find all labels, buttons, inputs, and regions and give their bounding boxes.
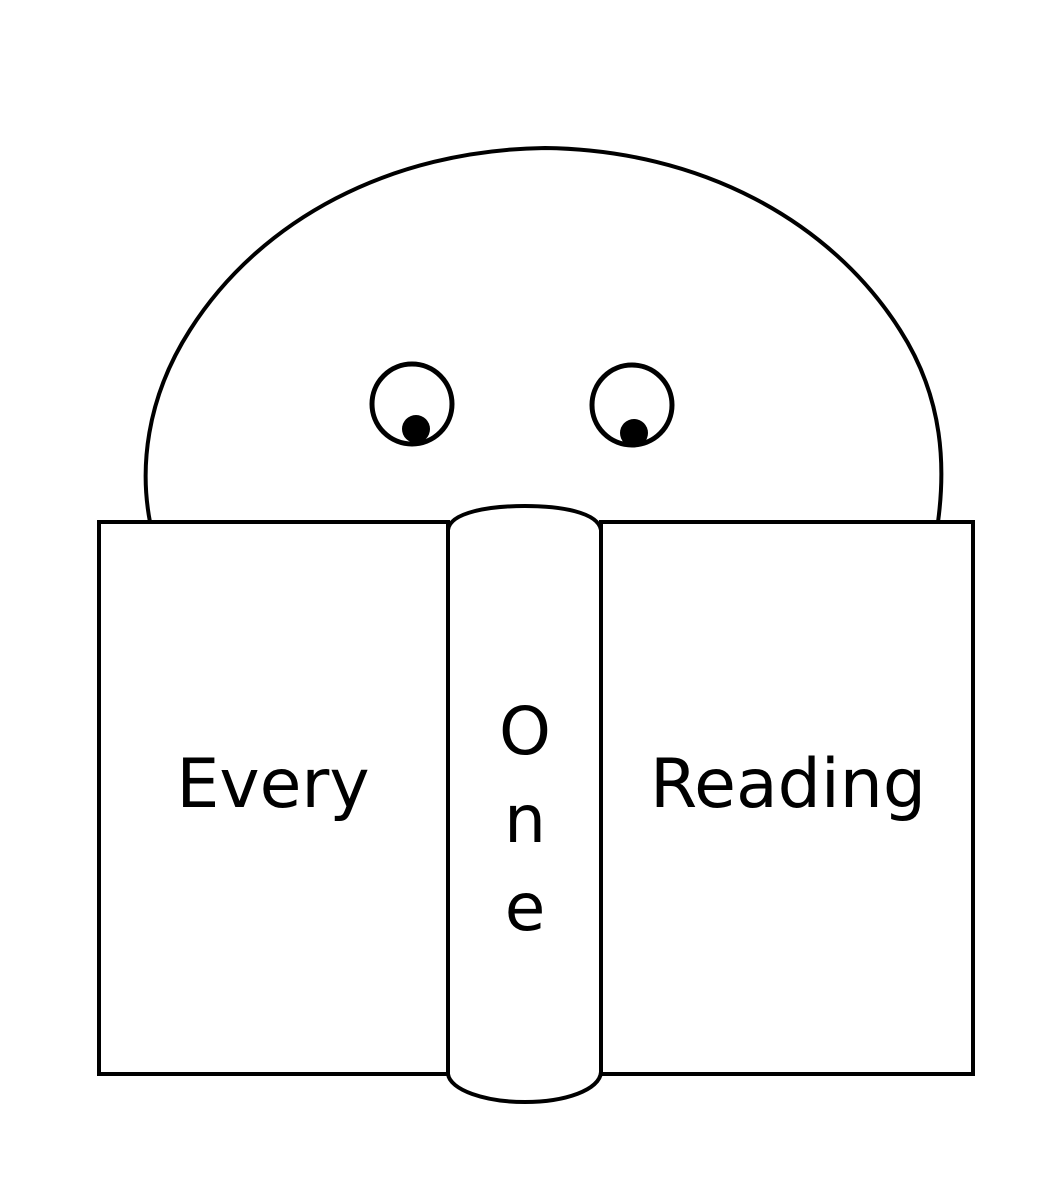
left-book-page	[97, 520, 450, 1076]
spine-letter: n	[504, 781, 546, 858]
right-eye-icon	[589, 362, 675, 448]
spine-text: O n e	[448, 688, 602, 952]
spine-letter: O	[499, 693, 551, 770]
spine-letter: e	[504, 869, 546, 946]
left-eye-icon	[369, 361, 455, 447]
left-page-text: Every	[176, 745, 370, 824]
book-spine	[446, 503, 603, 1105]
head-outline	[143, 145, 944, 523]
right-page-text: Reading	[649, 745, 927, 824]
